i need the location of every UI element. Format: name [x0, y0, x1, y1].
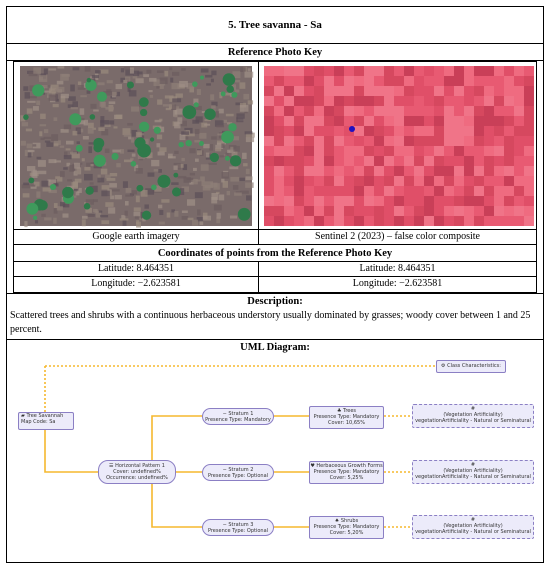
sentinel-image	[259, 62, 536, 230]
stratum-1-title: Stratum 1	[228, 411, 254, 417]
tree-savannah-node: ▰ Tree Savannah Map Code: Sa	[18, 412, 74, 430]
herbaceous-presence: Presence Type: Mandatory	[313, 469, 380, 475]
coordinates-heading: Coordinates of points from the Reference…	[14, 245, 536, 262]
description-heading: Description:	[7, 293, 543, 308]
stratum-3-title: Stratum 3	[228, 522, 254, 528]
artificiality-node-2: # (Vegetation Artificiality) vegetationA…	[412, 460, 534, 484]
left-longitude: Longitude: −2.623581	[14, 277, 259, 292]
shrub-icon: ♠	[334, 518, 340, 524]
shrubs-title: Shrubs	[340, 518, 359, 524]
stratum-2-title: Stratum 2	[228, 467, 254, 473]
shrubs-node: ♠ Shrubs Presence Type: Mandatory Cover:…	[309, 516, 384, 539]
stratum-2-presence: Presence Type: Optional	[207, 473, 269, 479]
root-map-code: Map Code: Sa	[21, 419, 56, 425]
right-longitude: Longitude: −2.623581	[352, 278, 443, 289]
uml-heading: UML Diagram:	[240, 342, 310, 353]
trees-title: Trees	[343, 408, 357, 414]
pattern-cover: Cover: undefined%	[113, 469, 161, 475]
stratum-3-presence: Presence Type: Optional	[207, 528, 269, 534]
right-latitude: Latitude: 8.464351	[259, 262, 536, 277]
left-latitude: Latitude: 8.464351	[14, 262, 259, 277]
stratum-2-node: − Stratum 2 Presence Type: Optional	[202, 464, 274, 481]
page-title: 5. Tree savanna - Sa	[7, 7, 543, 44]
artificiality-value-1: vegetationArtificiality - Natural or Sem…	[415, 418, 531, 424]
artificiality-node-3: # (Vegetation Artificiality) vegetationA…	[412, 515, 534, 539]
sheet-frame: 5. Tree savanna - Sa Reference Photo Key…	[6, 6, 544, 563]
stratum-1-node: − Stratum 1 Presence Type: Mandatory	[202, 408, 274, 425]
artificiality-value-3: vegetationArtificiality - Natural or Sem…	[415, 529, 531, 535]
uml-diagram: ⚙ Class Characteristics: ▰ Tree Savannah…	[12, 356, 538, 559]
shrubs-cover: Cover: 5,20%	[329, 530, 364, 536]
trees-node: ♣ Trees Presence Type: Mandatory Cover: …	[309, 406, 384, 429]
trees-cover: Cover: 10,65%	[328, 420, 365, 426]
stratum-1-presence: Presence Type: Mandatory	[205, 417, 271, 423]
artificiality-title-3: (Vegetation Artificiality)	[443, 523, 503, 529]
description-text: Scattered trees and shrubs with a contin…	[7, 308, 543, 340]
hash-icon: #	[470, 406, 476, 412]
reference-heading: Reference Photo Key	[7, 44, 543, 61]
horizontal-pattern-node: ☰ Horizontal Pattern 1 Cover: undefined%…	[98, 460, 176, 484]
herbaceous-node: ♥ Herbaceous Growth Forms Presence Type:…	[309, 461, 384, 484]
herbaceous-title: Herbaceous Growth Forms	[316, 463, 383, 469]
pattern-occurrence: Occurrence: undefined%	[106, 475, 168, 481]
herbaceous-cover: Cover: 5,25%	[329, 475, 364, 481]
artificiality-title-2: (Vegetation Artificiality)	[443, 468, 503, 474]
pattern-title: Horizontal Pattern 1	[115, 463, 165, 469]
trees-presence: Presence Type: Mandatory	[313, 414, 380, 420]
root-title: Tree Savannah	[26, 413, 64, 419]
list-icon: ☰	[109, 463, 114, 469]
tree-icon: ♣	[336, 408, 342, 414]
hash-icon: #	[470, 462, 476, 468]
class-characteristics-label: Class Characteristics:	[447, 363, 501, 369]
shrubs-presence: Presence Type: Mandatory	[313, 524, 380, 530]
folder-icon: ▰	[21, 413, 25, 419]
left-caption: Google earth imagery	[14, 230, 259, 245]
artificiality-node-1: # (Vegetation Artificiality) vegetationA…	[412, 404, 534, 428]
reference-table: Google earth imagery Sentinel 2 (2023) –…	[13, 61, 537, 293]
gear-icon: ⚙	[441, 363, 446, 369]
hash-icon: #	[470, 517, 476, 523]
artificiality-value-2: vegetationArtificiality - Natural or Sem…	[415, 474, 531, 480]
class-characteristics-node: ⚙ Class Characteristics:	[436, 360, 506, 373]
artificiality-title-1: (Vegetation Artificiality)	[443, 412, 503, 418]
uml-connectors	[44, 365, 436, 528]
leaf-icon: ♥	[310, 463, 315, 469]
right-caption: Sentinel 2 (2023) – false color composit…	[259, 230, 536, 245]
google-earth-image	[14, 62, 259, 230]
stratum-3-node: − Stratum 3 Presence Type: Optional	[202, 519, 274, 536]
